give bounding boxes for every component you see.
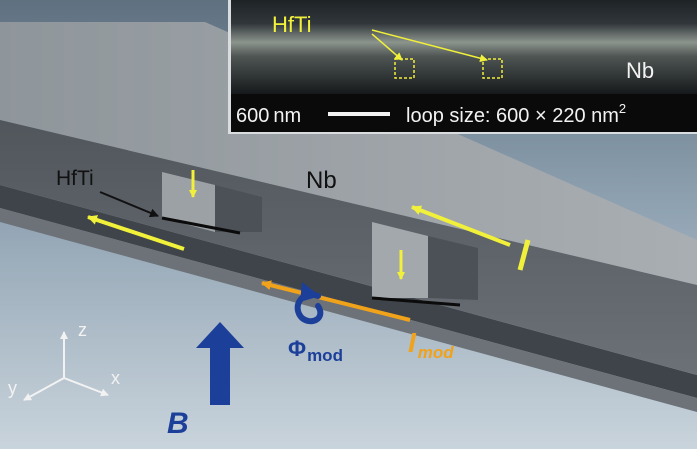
scale-bar [328,112,390,116]
hfti-barrier-2 [371,296,461,307]
inset-junction-box-1 [394,58,415,79]
junction-notch-2-side [428,236,478,300]
axes-triad: z x y [8,320,120,401]
inset-image [231,0,697,94]
axis-x-line [63,377,109,397]
inset-caption-bar [231,94,697,132]
field-b-arrow [196,322,244,405]
inset-pointer-2 [371,29,488,63]
inset-junction-box-2 [482,58,503,79]
junction-notch-1-side [215,185,262,232]
flux-label: Φmod [288,336,343,365]
current-mod-arrow [261,280,411,322]
flux-curl-arrowhead [300,282,320,302]
inset-hfti-label: HfTi [272,12,312,37]
current-arrow-right [411,205,511,247]
field-b-label: B [167,407,189,440]
lower-ledge-side [0,208,697,412]
hfti-label: HfTi [56,167,94,190]
hfti-barrier-1 [161,216,241,235]
axis-x-label: x [111,368,120,388]
nb-label: Nb [306,167,337,194]
loop-size-label: loop size: 600 × 220 nm2 [406,101,626,127]
nb-beam [0,22,697,412]
lower-ledge [0,185,697,398]
inset-nb-label: Nb [626,58,654,83]
hfti-pointer-arrow [99,191,159,218]
axis-y-label: y [8,378,17,398]
axis-z-label: z [78,320,87,340]
beam-top-surface [0,22,697,285]
current-i-glyph [517,239,531,271]
junction-notch-1 [162,172,215,232]
axis-y-line [23,377,65,401]
current-arrow-left [87,215,185,251]
inset-pointer-1 [371,33,403,61]
